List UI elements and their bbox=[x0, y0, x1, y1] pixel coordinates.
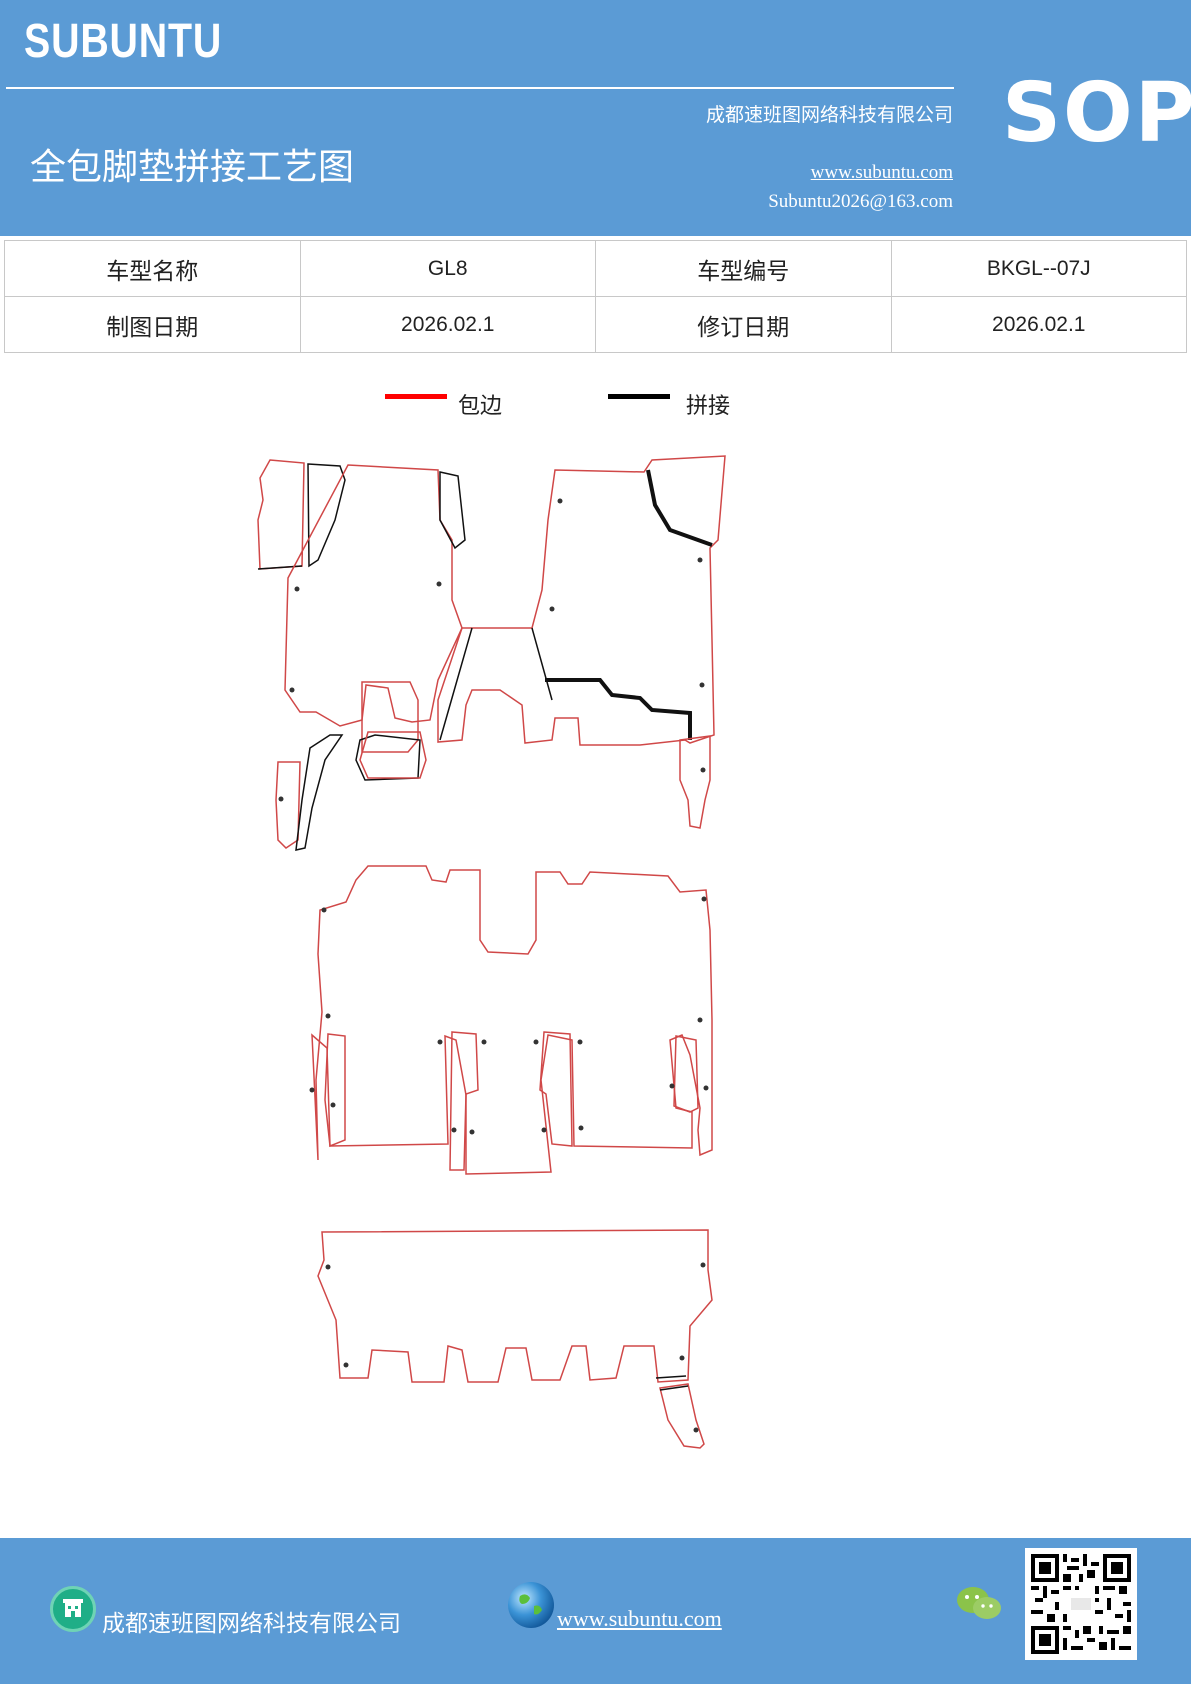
header-website-link[interactable]: www.subuntu.com bbox=[810, 162, 953, 183]
mat-piece bbox=[284, 464, 463, 727]
page-header: SUBUNTU 成都速班图网络科技有限公司 全包脚垫拼接工艺图 www.subu… bbox=[0, 0, 1191, 236]
table-row: 车型名称 GL8 车型编号 BKGL--07J bbox=[4, 240, 1187, 297]
qr-code-image bbox=[1025, 1548, 1137, 1660]
middle-row-mats bbox=[311, 865, 713, 1175]
edge-binding-label: 包边 bbox=[458, 394, 503, 419]
header-email[interactable]: Subuntu2026@163.com bbox=[768, 191, 953, 212]
drawing-date-label: 制图日期 bbox=[4, 296, 301, 353]
footer-website-link[interactable]: www.subuntu.com bbox=[557, 1606, 722, 1631]
mat-piece bbox=[275, 761, 301, 849]
revision-date-label: 修订日期 bbox=[595, 296, 892, 353]
mat-piece bbox=[257, 459, 305, 570]
mat-piece bbox=[539, 1031, 573, 1147]
globe-icon bbox=[508, 1582, 554, 1628]
seam-line bbox=[439, 471, 466, 550]
seam-line bbox=[307, 463, 346, 568]
seam-line bbox=[531, 627, 553, 701]
seam-line bbox=[659, 1385, 689, 1391]
mat-piece bbox=[324, 1033, 346, 1148]
brand-logo: SUBUNTU bbox=[24, 15, 223, 68]
mat-piece bbox=[679, 735, 711, 829]
drawing-date-value: 2026.02.1 bbox=[299, 296, 596, 353]
seam-joint-label: 拼接 bbox=[686, 394, 731, 419]
document-title: 全包脚垫拼接工艺图 bbox=[30, 147, 355, 188]
mat-piece bbox=[673, 1035, 699, 1113]
model-code-value: BKGL--07J bbox=[890, 240, 1187, 297]
mat-piece bbox=[449, 1031, 479, 1171]
seam-band bbox=[545, 678, 692, 740]
footer-company-name: 成都速班图网络科技有限公司 bbox=[102, 1611, 401, 1637]
seam-line bbox=[439, 627, 473, 741]
model-name-value: GL8 bbox=[299, 240, 596, 297]
seam-line bbox=[257, 565, 303, 570]
page-footer: 成都速班图网络科技有限公司 www.subuntu.com bbox=[0, 1538, 1191, 1684]
revision-date-value: 2026.02.1 bbox=[890, 296, 1187, 353]
floor-mat-diagram bbox=[257, 455, 726, 1449]
header-divider bbox=[6, 87, 954, 89]
edge-binding-swatch bbox=[385, 394, 447, 399]
seam-line bbox=[655, 1375, 687, 1379]
rear-row-mats bbox=[317, 1229, 713, 1449]
vehicle-info-table: 车型名称 GL8 车型编号 BKGL--07J 制图日期 2026.02.1 修… bbox=[4, 240, 1187, 353]
mat-piece bbox=[311, 865, 713, 1175]
seam-line bbox=[295, 734, 344, 851]
fastener-holes bbox=[278, 498, 709, 1433]
mat-piece bbox=[659, 1383, 705, 1449]
wechat-icon[interactable] bbox=[955, 1584, 1005, 1624]
mat-piece bbox=[437, 455, 726, 746]
mat-piece bbox=[359, 731, 427, 779]
mat-piece bbox=[317, 1229, 713, 1383]
building-icon bbox=[50, 1586, 96, 1632]
sop-badge: SOP bbox=[1002, 66, 1191, 161]
mat-piece bbox=[361, 681, 419, 753]
model-name-label: 车型名称 bbox=[4, 240, 301, 297]
model-code-label: 车型编号 bbox=[595, 240, 892, 297]
table-row: 制图日期 2026.02.1 修订日期 2026.02.1 bbox=[4, 296, 1187, 353]
seam-joint-swatch bbox=[608, 394, 670, 399]
seam-band bbox=[646, 469, 713, 547]
front-row-mats bbox=[257, 455, 726, 851]
header-company-name: 成都速班图网络科技有限公司 bbox=[705, 104, 953, 126]
